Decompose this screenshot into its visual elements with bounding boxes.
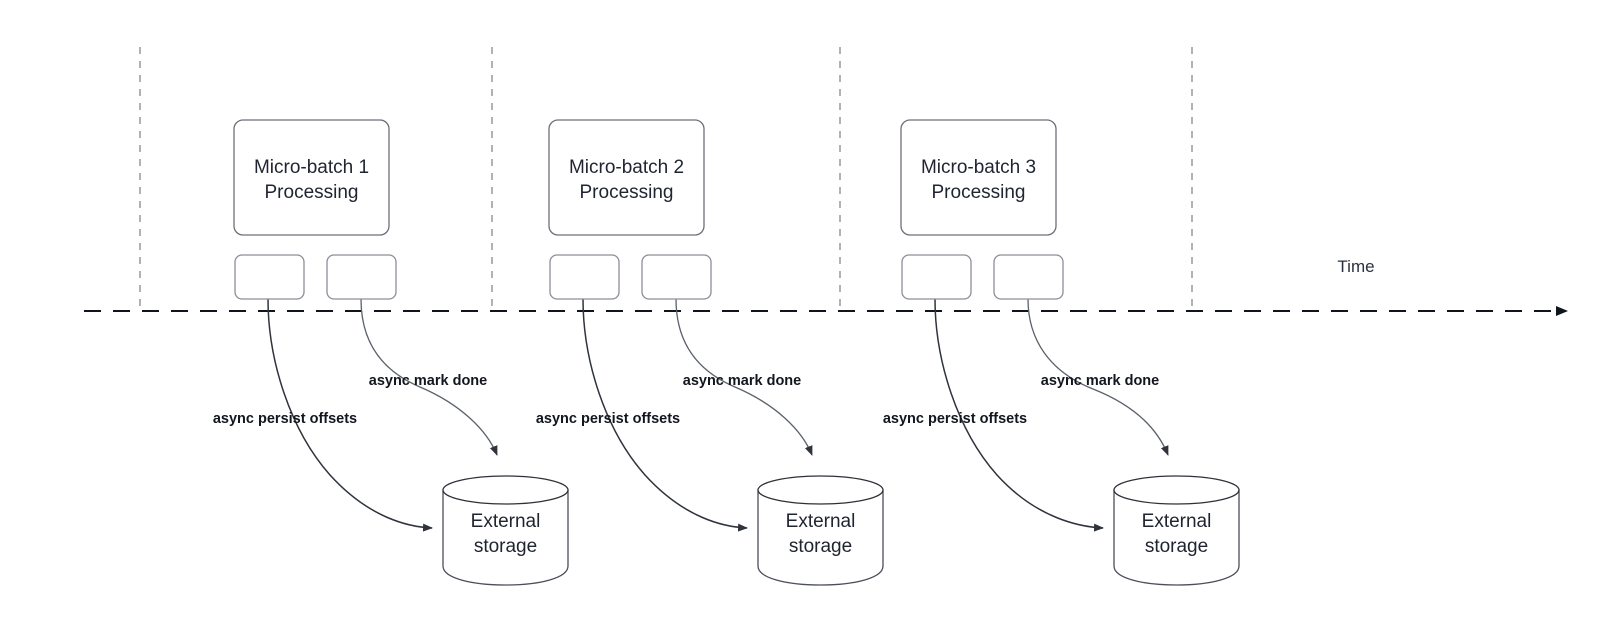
micro-batch-3-group: Micro-batch 3 Processing async persist o… xyxy=(883,119,1240,586)
mark-done-task-box[interactable] xyxy=(641,254,712,300)
storage-label-line2: storage xyxy=(474,536,537,557)
cylinder-top xyxy=(1113,475,1240,505)
external-storage-cylinder-3[interactable]: External storage xyxy=(1113,475,1240,586)
external-storage-cylinder-2[interactable]: External storage xyxy=(757,475,884,586)
micro-batch-1-group: Micro-batch 1 Processing async persist o… xyxy=(213,119,569,586)
process-label-line2: Processing xyxy=(265,182,359,203)
connector-persist-offsets-3 xyxy=(934,298,1104,532)
process-label-line1: Micro-batch 1 xyxy=(254,157,369,178)
edge-label-async-mark-done: async mark done xyxy=(369,373,487,389)
cylinder-body xyxy=(442,489,569,586)
connector-persist-offsets-2 xyxy=(582,298,748,532)
process-label-line1: Micro-batch 2 xyxy=(569,157,684,178)
micro-batch-2-process-node[interactable]: Micro-batch 2 Processing xyxy=(548,119,705,236)
edge-label-async-mark-done: async mark done xyxy=(683,373,801,389)
micro-batch-2-group: Micro-batch 2 Processing async persist o… xyxy=(536,119,884,586)
tick-lines-group xyxy=(139,47,1193,311)
time-axis: Time xyxy=(84,257,1568,316)
storage-label-line1: External xyxy=(786,511,856,532)
process-label-line2: Processing xyxy=(932,182,1026,203)
storage-label-line2: storage xyxy=(1145,536,1208,557)
micro-batch-3-process-node[interactable]: Micro-batch 3 Processing xyxy=(900,119,1057,236)
cylinder-top xyxy=(757,475,884,505)
mark-done-task-box[interactable] xyxy=(326,254,397,300)
cylinder-body xyxy=(757,489,884,586)
storage-label-line1: External xyxy=(1142,511,1212,532)
storage-label-line1: External xyxy=(471,511,541,532)
micro-batch-1-process-node[interactable]: Micro-batch 1 Processing xyxy=(233,119,390,236)
external-storage-cylinder-1[interactable]: External storage xyxy=(442,475,569,586)
persist-task-box[interactable] xyxy=(901,254,972,300)
process-label-line1: Micro-batch 3 xyxy=(921,157,1036,178)
connector-mark-done-1 xyxy=(360,298,498,456)
mark-done-task-box[interactable] xyxy=(993,254,1064,300)
edge-label-async-mark-done: async mark done xyxy=(1041,373,1159,389)
edge-label-async-persist-offsets: async persist offsets xyxy=(536,411,680,427)
persist-task-box[interactable] xyxy=(234,254,305,300)
connector-mark-done-3 xyxy=(1027,298,1169,456)
connector-mark-done-2 xyxy=(675,298,813,456)
storage-label-line2: storage xyxy=(789,536,852,557)
time-axis-label: Time xyxy=(1337,257,1374,276)
process-box[interactable] xyxy=(548,119,705,236)
connector-persist-offsets-1 xyxy=(267,298,433,532)
process-box[interactable] xyxy=(900,119,1057,236)
edge-label-async-persist-offsets: async persist offsets xyxy=(213,411,357,427)
process-box[interactable] xyxy=(233,119,390,236)
process-label-line2: Processing xyxy=(580,182,674,203)
edge-label-async-persist-offsets: async persist offsets xyxy=(883,411,1027,427)
cylinder-body xyxy=(1113,489,1240,586)
persist-task-box[interactable] xyxy=(549,254,620,300)
cylinder-top xyxy=(442,475,569,505)
